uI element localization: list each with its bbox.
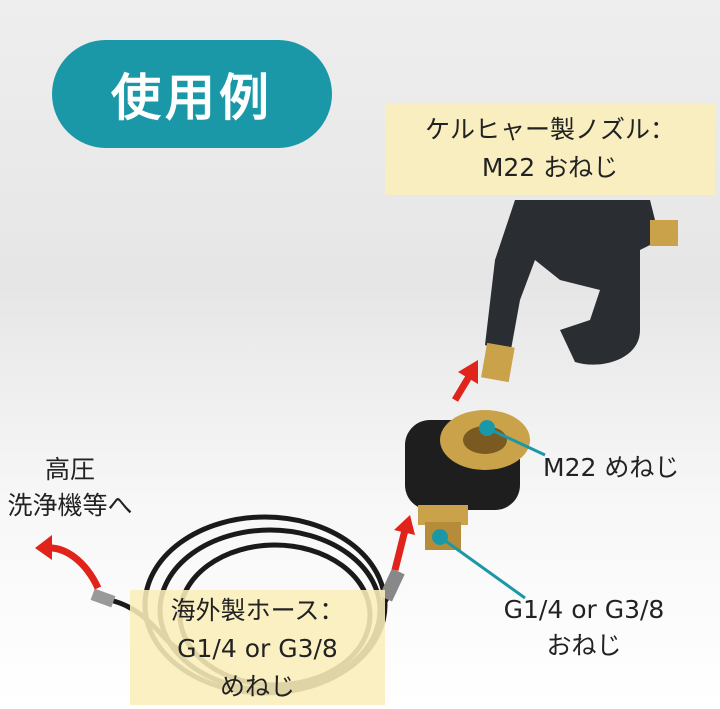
- adapter-male-line2: おねじ: [546, 631, 622, 660]
- nozzle-note-line1: ケルヒャー製ノズル：: [424, 115, 675, 144]
- pointer-female: [479, 420, 546, 457]
- usage-example-badge: 使用例: [52, 40, 332, 148]
- spray-gun: [481, 200, 678, 383]
- hose-note-line2: G1/4 or G3/8: [177, 634, 338, 663]
- washer-label-line1: 高圧: [44, 455, 95, 484]
- hose-note-line3: めねじ: [219, 672, 295, 701]
- adapter-male-label: G1/4 or G3/8 おねじ: [478, 592, 690, 664]
- adapter: [405, 410, 530, 550]
- washer-label-line2: 洗浄機等へ: [7, 491, 133, 520]
- hose-fitting-left: [90, 588, 116, 608]
- adapter-female-label: M22 めねじ: [543, 453, 680, 482]
- hose-note: 海外製ホース： G1/4 or G3/8 めねじ: [130, 590, 385, 705]
- adapter-male-line1: G1/4 or G3/8: [503, 595, 665, 624]
- pointer-male: [432, 529, 526, 600]
- washer-label: 高圧 洗浄機等へ: [5, 452, 135, 524]
- nozzle-note-line2: M22 おねじ: [481, 153, 619, 182]
- arrow-left-icon: [35, 535, 102, 590]
- arrow-up-icon: [451, 360, 478, 402]
- arrow-up-icon: [391, 515, 415, 571]
- hose-note-line1: 海外製ホース：: [170, 596, 345, 625]
- hose-fitting-right: [379, 568, 405, 602]
- nozzle-note: ケルヒャー製ノズル： M22 おねじ: [385, 103, 715, 195]
